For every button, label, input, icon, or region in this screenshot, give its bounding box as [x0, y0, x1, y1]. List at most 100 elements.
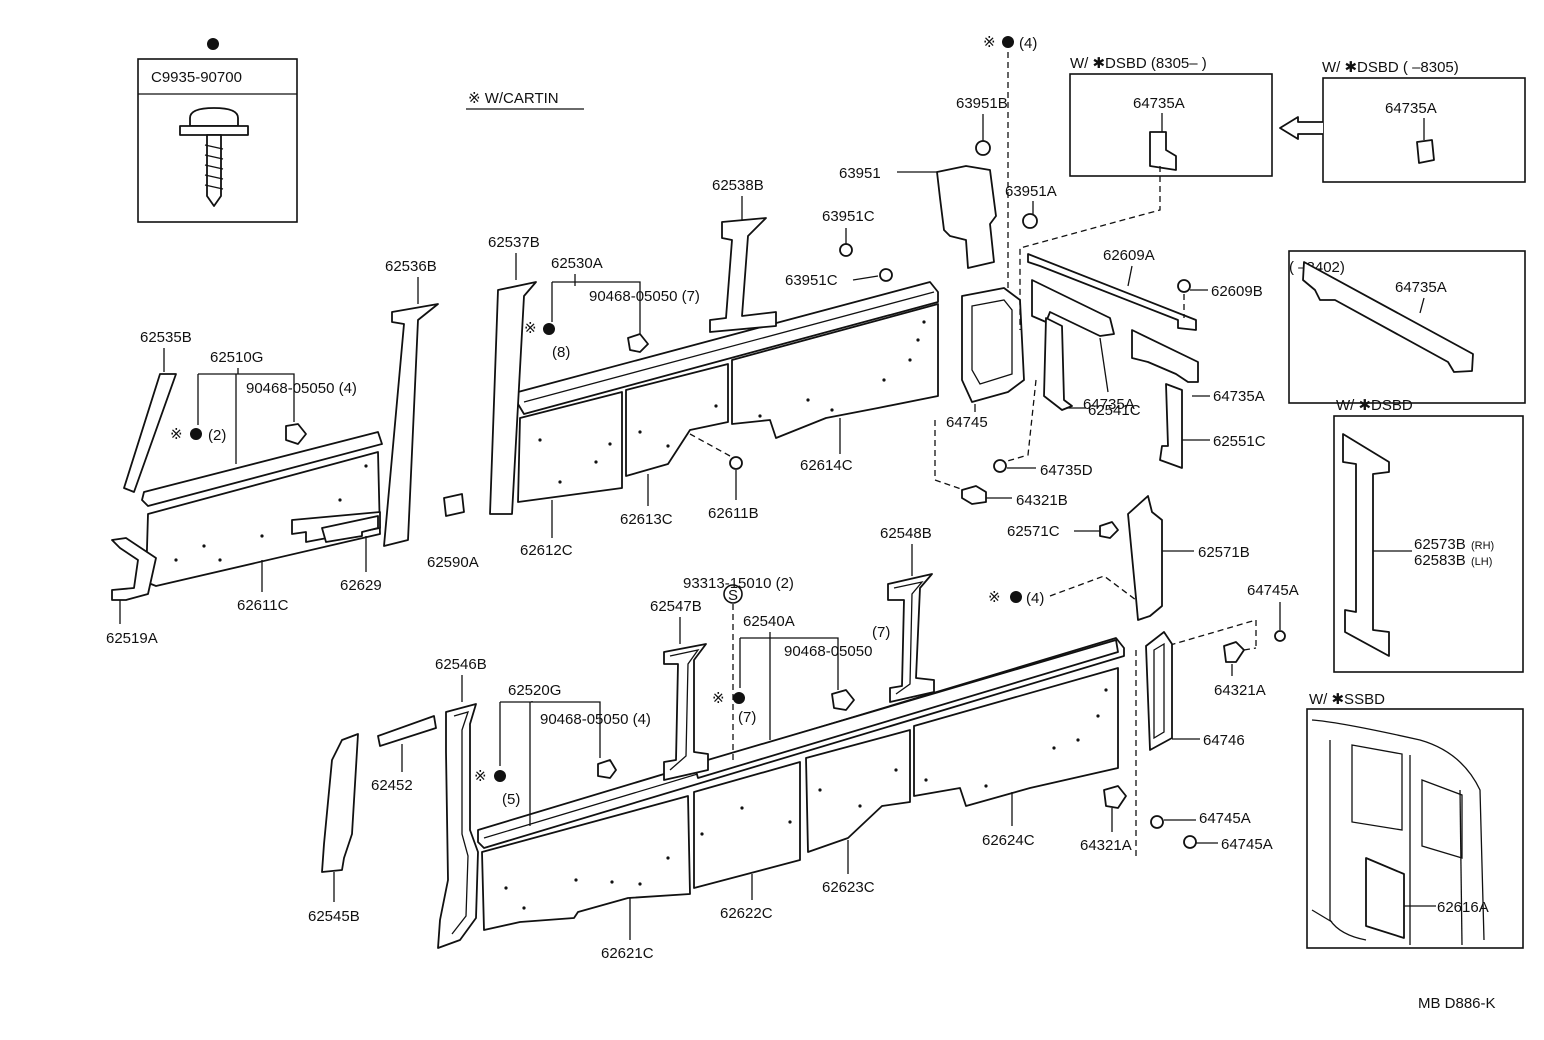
label-62541C: 62541C	[1088, 402, 1141, 419]
header-ssbd: W/ ✱SSBD	[1309, 691, 1385, 708]
rail-groove	[523, 291, 935, 403]
part-62546B-inner	[451, 711, 470, 935]
part-62538B	[709, 217, 777, 333]
label-64321A: 64321A	[1214, 682, 1266, 699]
label-62611B: 62611B	[708, 505, 759, 522]
screw-part-label: C9935-90700	[151, 69, 242, 86]
label-qty: (4)	[1019, 35, 1037, 52]
label-63951A: 63951A	[1005, 183, 1057, 200]
part-62547B	[663, 643, 709, 781]
clip-90468-a	[627, 333, 649, 353]
label-marker: ※	[474, 768, 487, 785]
label-62571C: 62571C	[1007, 523, 1060, 540]
label-62583B: 62583B	[1414, 552, 1466, 569]
part-62510G-rail	[141, 431, 383, 507]
part-62547B-inner	[669, 649, 700, 771]
clip-64745A-c	[1183, 835, 1197, 849]
label-62571B: 62571B	[1198, 544, 1250, 561]
leader	[852, 275, 879, 281]
marker-dot	[543, 323, 555, 335]
label-62612C: 62612C	[520, 542, 573, 559]
leader	[499, 701, 601, 826]
dashed-leader	[934, 420, 965, 491]
label-62452: 62452	[371, 777, 413, 794]
dashed-leader	[689, 433, 731, 457]
label-93313-15010: 93313-15010 (2)	[683, 575, 794, 592]
label-qty: (7)	[738, 709, 756, 726]
clip-64745A-a	[1274, 630, 1286, 642]
label-62611C: 62611C	[237, 597, 289, 614]
leader	[197, 368, 295, 464]
drawing-code: MB D886-K	[1418, 995, 1496, 1012]
label-90468-05050-4: 90468-05050 (4)	[246, 380, 357, 397]
vehicle-side-sketch	[1311, 719, 1485, 946]
part-62629	[321, 515, 379, 543]
label-marker: ※	[170, 426, 183, 443]
clip-62611B	[729, 456, 743, 470]
label-64735A: 64735A	[1083, 396, 1135, 413]
label-64746: 64746	[1203, 732, 1245, 749]
header-dsbd-after-8305: W/ ✱DSBD (8305– )	[1070, 55, 1207, 72]
label-62510G: 62510G	[210, 349, 263, 366]
clip-64321A-a	[1223, 641, 1245, 663]
part-62571B	[1127, 495, 1163, 621]
panel-holes-upper	[538, 320, 926, 484]
option-box-dsbd-after	[1069, 73, 1273, 177]
label-90468-05050: 90468-05050	[784, 643, 872, 660]
label-64745: 64745	[946, 414, 988, 431]
label-62547B: 62547B	[650, 598, 702, 615]
part-62621C	[481, 795, 691, 931]
part-62535B	[123, 373, 177, 493]
label-62573B: 62573B	[1414, 536, 1466, 553]
leader	[552, 274, 641, 334]
part-62536B	[383, 303, 439, 547]
screw-icon	[179, 107, 249, 207]
part-64735A-d	[1031, 279, 1115, 337]
label-62540A: 62540A	[743, 613, 795, 630]
label-64735A: 64735A	[1133, 95, 1185, 112]
label-62546B: 62546B	[435, 656, 487, 673]
panel-holes-left	[174, 464, 368, 562]
clip-64321B	[961, 485, 987, 505]
dashed-leader	[1003, 379, 1037, 463]
clip-63951B	[975, 140, 991, 156]
label-64735A: 64735A	[1213, 388, 1265, 405]
dashed-leader	[1049, 575, 1137, 601]
leader	[739, 632, 839, 740]
clip-64745A-b	[1150, 815, 1164, 829]
label-64735A: 64735A	[1395, 279, 1447, 296]
label-62609B: 62609B	[1211, 283, 1263, 300]
panel-holes-lower	[504, 688, 1108, 910]
part-64735A-a	[1149, 131, 1177, 171]
part-62613C	[625, 363, 729, 477]
cartin-note: ※ W/CARTIN	[468, 90, 559, 107]
part-64735A-c	[1302, 261, 1474, 373]
label-62609A: 62609A	[1103, 247, 1155, 264]
part-62616A	[1365, 857, 1405, 939]
clip-64735D	[993, 459, 1007, 473]
label-64321B: 64321B	[1016, 492, 1068, 509]
s-symbol-letter: S	[728, 587, 738, 604]
dashed-leader	[1019, 166, 1161, 330]
part-62612C	[517, 391, 623, 503]
label-62629: 62629	[340, 577, 382, 594]
part-63951	[936, 165, 997, 269]
part-62537B	[489, 281, 537, 515]
leader	[1127, 265, 1133, 287]
label-marker-4: ※	[983, 34, 996, 51]
part-62624C	[913, 667, 1119, 807]
marker-dot	[190, 428, 202, 440]
label-64745A: 64745A	[1199, 810, 1251, 827]
label-62538B: 62538B	[712, 177, 764, 194]
label-qty: (4)	[1026, 590, 1044, 607]
label-marker: ※	[988, 589, 1001, 606]
label-63951C: 63951C	[785, 272, 838, 289]
part-64745-inner	[971, 299, 1013, 385]
clip-63951C-a	[839, 243, 853, 257]
label-63951: 63951	[839, 165, 881, 182]
clip-63951C-b	[879, 268, 893, 282]
part-62541C	[1043, 317, 1073, 411]
part-62573B	[1342, 433, 1390, 657]
label-64735A: 64735A	[1385, 100, 1437, 117]
